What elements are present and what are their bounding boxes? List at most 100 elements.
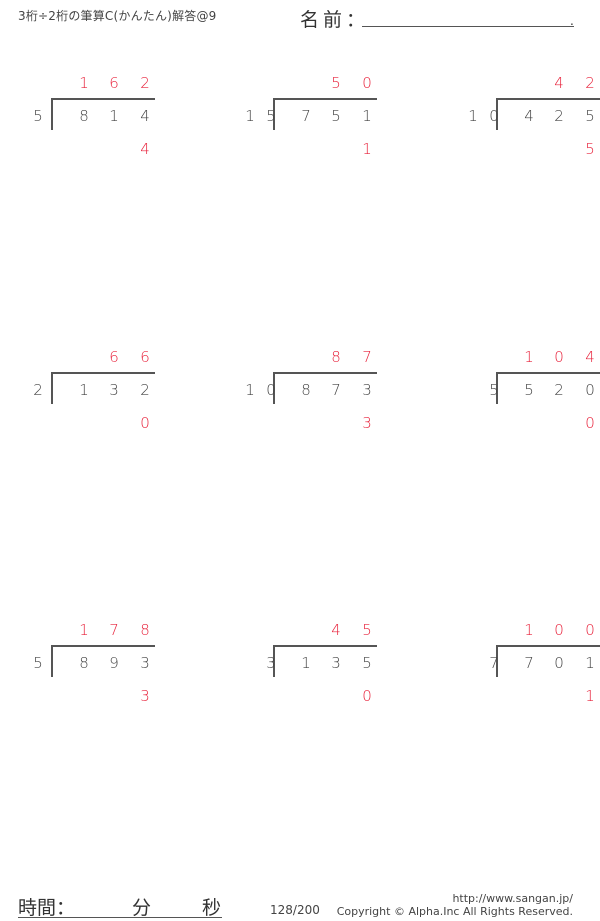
quotient-digit: 2 [140, 74, 150, 92]
quotient-digit: 7 [362, 348, 372, 366]
division-bar [51, 98, 155, 100]
dividend-digit: 5 [331, 107, 341, 125]
quotient-digit: 0 [362, 74, 372, 92]
divisor-digit: 1 [245, 107, 255, 125]
division-bar [496, 645, 600, 647]
division-bar [273, 372, 377, 374]
remainder-digit: 1 [362, 140, 372, 158]
divisor-digit: 5 [489, 381, 499, 399]
remainder-digit: 0 [585, 414, 595, 432]
remainder-digit: 5 [585, 140, 595, 158]
quotient-digit: 0 [554, 621, 564, 639]
division-problem: 4 5 3 1 3 5 0 [232, 620, 432, 720]
quotient-digit: 6 [109, 74, 119, 92]
dividend-digit: 5 [362, 654, 372, 672]
division-bar [496, 372, 600, 374]
divisor-digit: 1 [468, 107, 478, 125]
division-problem: 1 6 2 5 8 1 4 4 [10, 73, 210, 173]
division-bar [51, 372, 155, 374]
division-bracket [273, 98, 275, 130]
dividend-digit: 8 [301, 381, 311, 399]
remainder-digit: 4 [140, 140, 150, 158]
quotient-digit: 6 [140, 348, 150, 366]
quotient-digit: 4 [331, 621, 341, 639]
quotient-digit: 8 [331, 348, 341, 366]
division-bracket [51, 645, 53, 677]
division-problem: 1 0 4 5 5 2 0 0 [455, 347, 600, 447]
divisor-digit: 5 [33, 654, 43, 672]
dividend-digit: 1 [109, 107, 119, 125]
dividend-digit: 5 [524, 381, 534, 399]
divisor-digit: 2 [33, 381, 43, 399]
dividend-digit: 1 [79, 381, 89, 399]
copyright: Copyright © Alpha.Inc All Rights Reserve… [336, 905, 573, 918]
time-record: 時間： 分 秒 [18, 893, 222, 919]
division-bar [51, 645, 155, 647]
quotient-digit: 1 [524, 348, 534, 366]
quotient-digit: 0 [585, 621, 595, 639]
page-number: 128/200 [270, 903, 320, 917]
division-bracket [496, 98, 498, 130]
quotient-digit: 1 [524, 621, 534, 639]
dividend-digit: 1 [362, 107, 372, 125]
quotient-digit: 0 [554, 348, 564, 366]
site-url[interactable]: http://www.sangan.jp/ [452, 892, 573, 905]
dividend-digit: 1 [301, 654, 311, 672]
division-bar [273, 98, 377, 100]
dividend-digit: 3 [140, 654, 150, 672]
division-bracket [273, 645, 275, 677]
name-field-line[interactable] [362, 26, 574, 27]
dividend-digit: 9 [109, 654, 119, 672]
quotient-digit: 6 [109, 348, 119, 366]
quotient-digit: 1 [79, 74, 89, 92]
quotient-digit: 5 [331, 74, 341, 92]
dividend-digit: 5 [585, 107, 595, 125]
division-bar [496, 98, 600, 100]
division-bracket [273, 372, 275, 404]
quotient-digit: 4 [585, 348, 595, 366]
dividend-digit: 8 [79, 654, 89, 672]
quotient-digit: 8 [140, 621, 150, 639]
dividend-digit: 3 [109, 381, 119, 399]
quotient-digit: 4 [554, 74, 564, 92]
worksheet-title: 3桁÷2桁の筆算C(かんたん)解答@9 [18, 9, 217, 23]
remainder-digit: 0 [362, 687, 372, 705]
divisor-digit: 3 [266, 654, 276, 672]
remainder-digit: 3 [362, 414, 372, 432]
divisor-digit: 5 [33, 107, 43, 125]
division-bracket [51, 98, 53, 130]
dividend-digit: 4 [524, 107, 534, 125]
division-problem: 1 7 8 5 8 9 3 3 [10, 620, 210, 720]
dividend-digit: 3 [331, 654, 341, 672]
division-bracket [496, 645, 498, 677]
remainder-digit: 1 [585, 687, 595, 705]
division-bar [273, 645, 377, 647]
dividend-digit: 7 [331, 381, 341, 399]
dividend-digit: 2 [554, 381, 564, 399]
quotient-digit: 5 [362, 621, 372, 639]
name-label: 名前： [300, 9, 370, 31]
division-bracket [496, 372, 498, 404]
dividend-digit: 2 [554, 107, 564, 125]
seconds-label: 秒 [202, 897, 222, 919]
name-end-dot: . [570, 14, 574, 28]
dividend-digit: 0 [554, 654, 564, 672]
division-bracket [51, 372, 53, 404]
quotient-digit: 1 [79, 621, 89, 639]
dividend-digit: 7 [524, 654, 534, 672]
time-label: 時間： [18, 897, 76, 919]
dividend-digit: 2 [140, 381, 150, 399]
dividend-digit: 8 [79, 107, 89, 125]
dividend-digit: 7 [301, 107, 311, 125]
remainder-digit: 3 [140, 687, 150, 705]
quotient-digit: 7 [109, 621, 119, 639]
dividend-digit: 0 [585, 381, 595, 399]
divisor-digit: 0 [489, 107, 499, 125]
dividend-digit: 4 [140, 107, 150, 125]
divisor-digit: 5 [266, 107, 276, 125]
